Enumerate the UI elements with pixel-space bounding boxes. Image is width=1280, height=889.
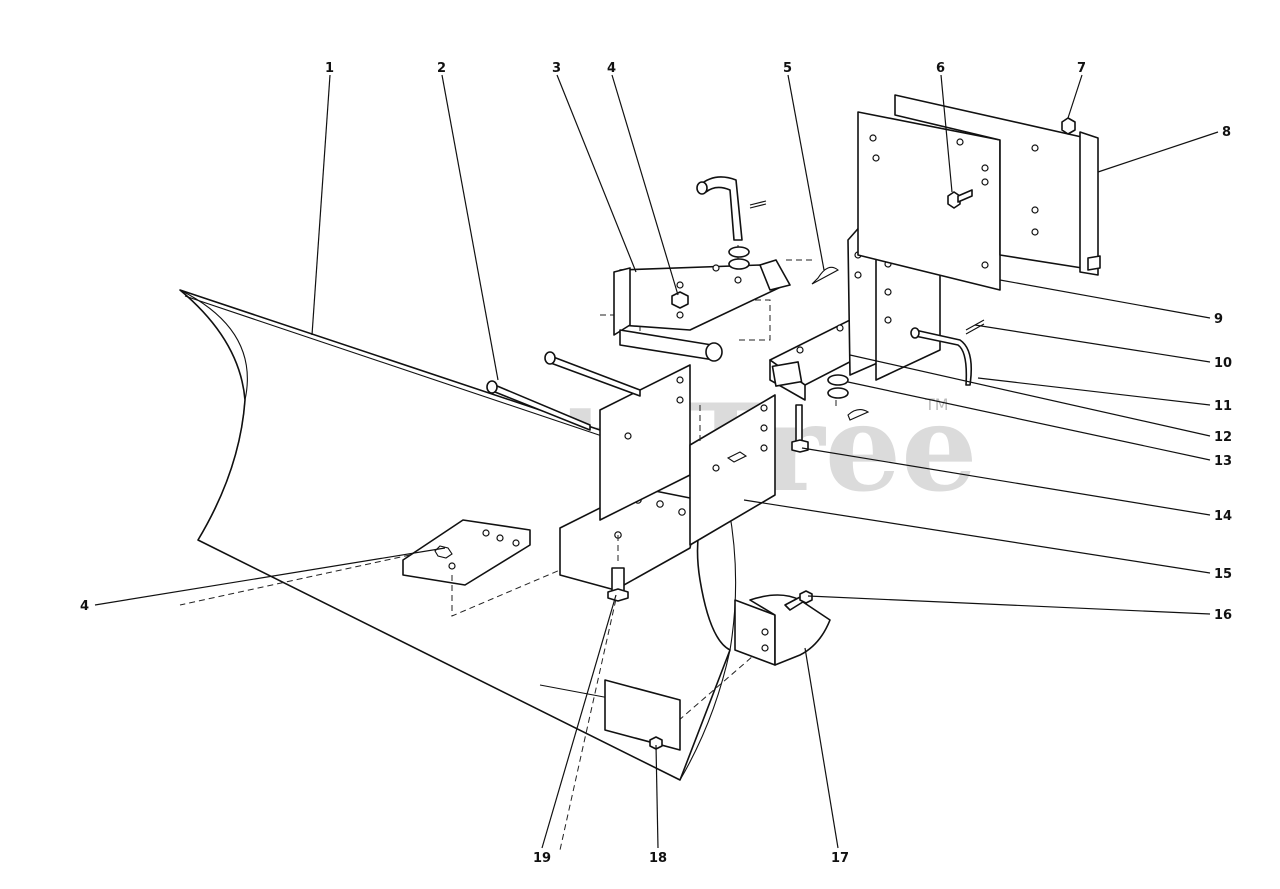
pivot-channel [613,259,791,362]
bolt-vertical [791,404,809,453]
blade-bracket [559,364,776,591]
callout-17: 17 [831,851,849,866]
callout-1: 1 [325,61,334,76]
cotter-pin-top [811,266,839,285]
callout-16: 16 [1214,608,1232,623]
l-pin-right [910,327,973,386]
callout-13: 13 [1214,454,1232,469]
skid-shoe [734,590,831,666]
leader-lines [94,74,1219,849]
callout-3: 3 [552,61,561,76]
callout-2: 2 [437,61,446,76]
callout-10: 10 [1214,356,1232,371]
l-pin-top [696,176,767,270]
callout-19: 19 [533,851,551,866]
blade-mount-plate [402,519,531,586]
carriage-bolt [607,567,629,602]
callout-labels: 1 2 3 4 5 6 7 8 9 10 11 12 13 14 15 16 4… [80,61,1232,866]
wear-block [604,679,681,751]
callout-6: 6 [936,61,945,76]
callout-15: 15 [1214,567,1232,582]
back-bracket [894,94,1101,276]
bolt-top [947,189,973,209]
callout-5: 5 [783,61,792,76]
nut-top [1061,117,1076,135]
hinge-pin [486,351,641,431]
callout-11: 11 [1214,399,1232,414]
callout-9: 9 [1214,312,1223,327]
callout-8: 8 [1222,125,1231,140]
callout-12: 12 [1214,430,1232,445]
washers-right [827,374,870,421]
callout-4-top: 4 [607,61,616,76]
rear-mount-plate [857,111,1001,291]
watermark-trademark: TM [924,395,949,414]
callout-14: 14 [1214,509,1232,524]
callout-18: 18 [649,851,667,866]
callout-4-left: 4 [80,599,89,614]
callout-7: 7 [1077,61,1086,76]
clip-right [965,319,985,335]
